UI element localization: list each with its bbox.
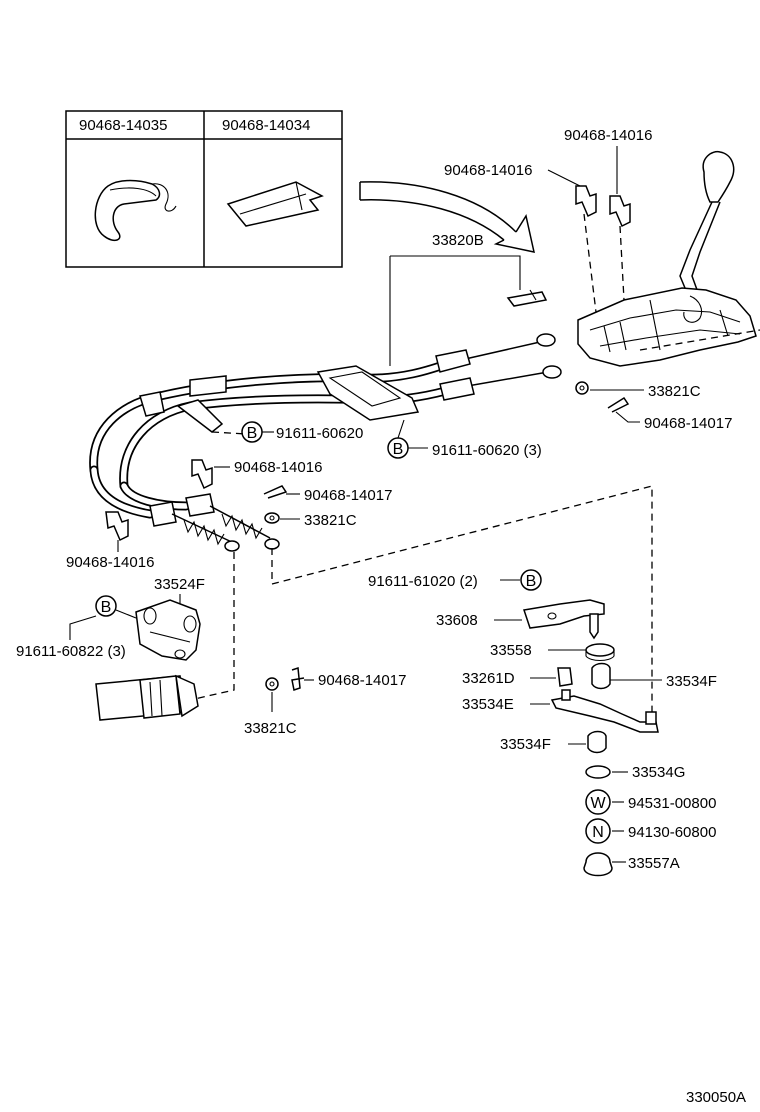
- label-clip-mid: 90468-14016: [234, 459, 322, 476]
- clip-top-right-icon: [609, 195, 631, 228]
- clip-left-icon: [105, 511, 129, 542]
- label-bushing-f-right: 33534F: [666, 673, 717, 690]
- svg-text:B: B: [247, 425, 258, 442]
- label-lever-lower: 33534E: [462, 696, 514, 713]
- transmission-shaft-drawing: [95, 674, 199, 721]
- label-washer-mid: 33821C: [304, 512, 357, 529]
- cable-end-clip: [506, 291, 548, 307]
- svg-text:N: N: [592, 824, 604, 841]
- svg-text:W: W: [590, 795, 606, 812]
- label-collar: 33261D: [462, 670, 515, 687]
- label-cable-assembly: 33820B: [432, 232, 484, 249]
- pin-low-icon: [291, 666, 305, 691]
- bolt-mark-mid-right: B: [387, 437, 409, 459]
- washer-low-icon: [265, 677, 279, 691]
- svg-text:B: B: [101, 599, 112, 616]
- direction-arrow: [359, 181, 535, 253]
- bracket-33524f-drawing: [135, 599, 201, 661]
- washer-mark-w: W: [585, 789, 611, 815]
- svg-text:B: B: [393, 441, 404, 458]
- svg-text:B: B: [526, 573, 537, 590]
- bushing-33534f-right-drawing: [591, 662, 611, 690]
- wire-clip-drawing: [94, 179, 161, 242]
- label-bolt-mid-right: 91611-60620 (3): [432, 442, 542, 459]
- label-clip-left: 90468-14016: [66, 554, 154, 571]
- washer-mid-icon: [264, 512, 280, 524]
- bushing-33534f-left-drawing: [587, 730, 607, 754]
- bushing-33558-drawing: [585, 643, 615, 662]
- label-clip-top-right: 90468-14016: [564, 127, 652, 144]
- diagram-id: 330050A: [686, 1089, 746, 1106]
- label-washer-low: 33821C: [244, 720, 297, 737]
- label-washer-right: 33821C: [648, 383, 701, 400]
- label-lever: 33608: [436, 612, 478, 629]
- label-bushing-top: 33558: [490, 642, 532, 659]
- label-bushing-g: 33534G: [632, 764, 685, 781]
- label-bracket-left: 33524F: [154, 576, 205, 593]
- inset-right-header: 90468-14034: [222, 117, 310, 134]
- bolt-mark-right: B: [520, 569, 542, 591]
- cable-bracket-left: [176, 399, 224, 433]
- lever-33534e-drawing: [550, 689, 659, 733]
- cap-33557a-drawing: [583, 852, 613, 877]
- shift-lever-base: [577, 287, 757, 367]
- label-bushing-f-left: 33534F: [500, 736, 551, 753]
- pin-right-icon: [607, 396, 630, 413]
- cable-bracket-center: [316, 365, 420, 421]
- wire-clip-drawing-2: [226, 181, 324, 227]
- clip-inset-box: 90468-14035 90468-14034: [65, 110, 343, 268]
- shift-cable-assembly: [89, 333, 562, 552]
- bolt-mark-mid-left: B: [241, 421, 263, 443]
- label-nut-n: 94130-60800: [628, 824, 716, 841]
- pin-mid-icon: [263, 485, 288, 499]
- nut-mark-n: N: [585, 818, 611, 844]
- clip-mid-icon: [191, 459, 213, 490]
- label-cap: 33557A: [628, 855, 680, 872]
- collar-33261d-drawing: [557, 667, 573, 687]
- shift-knob: [702, 150, 735, 203]
- washer-right-icon: [575, 381, 589, 395]
- clip-top-mid-icon: [575, 185, 597, 218]
- label-washer-w: 94531-00800: [628, 795, 716, 812]
- label-pin-mid: 90468-14017: [304, 487, 392, 504]
- lever-33608-drawing: [523, 599, 605, 640]
- label-bolt-left: 91611-60822 (3): [16, 643, 126, 660]
- label-pin-right: 90468-14017: [644, 415, 732, 432]
- label-clip-top-mid: 90468-14016: [444, 162, 532, 179]
- label-bolt-right: 91611-61020 (2): [368, 573, 478, 590]
- shift-lever-assembly: [577, 150, 760, 367]
- inset-left-header: 90468-14035: [79, 117, 167, 134]
- bolt-mark-left: B: [95, 595, 117, 617]
- label-pin-low: 90468-14017: [318, 672, 406, 689]
- bushing-33534g-drawing: [585, 765, 611, 779]
- label-bolt-mid-left: 91611-60620: [276, 425, 363, 442]
